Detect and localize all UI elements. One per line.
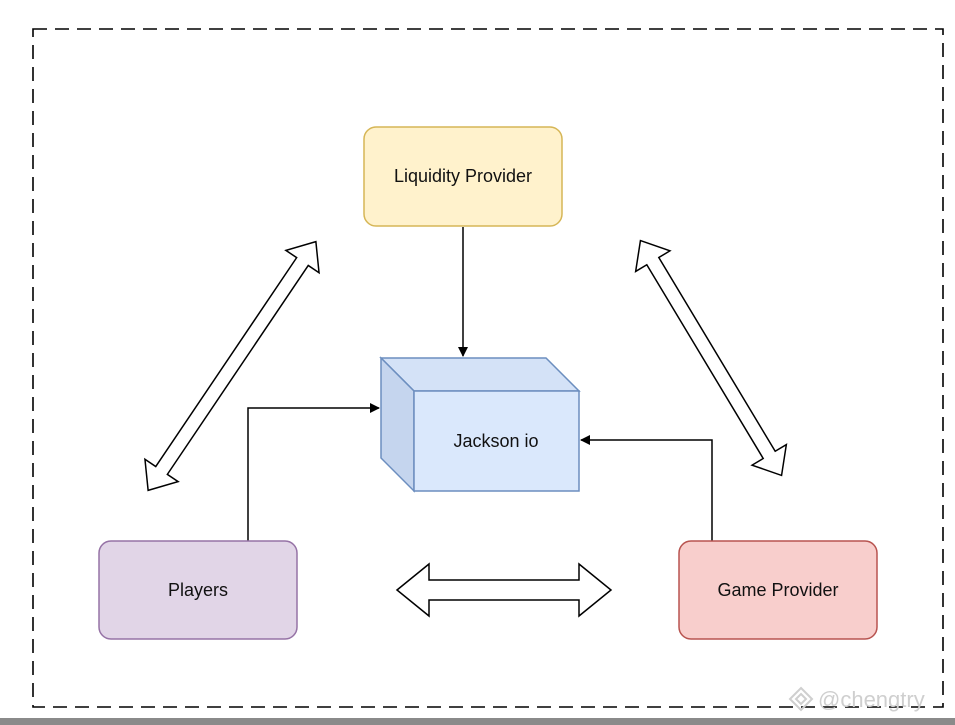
- node-liquidity-provider-label: Liquidity Provider: [394, 166, 532, 186]
- watermark-text: @chengtry: [818, 687, 925, 712]
- double-arrow-liquidity-game: [634, 239, 788, 477]
- node-game-provider[interactable]: Game Provider: [678, 540, 878, 640]
- watermark-logo-icon: [788, 686, 814, 712]
- node-jackson-io-label: Jackson io: [453, 431, 538, 451]
- node-game-provider-label: Game Provider: [717, 580, 838, 600]
- node-jackson-io[interactable]: Jackson io: [379, 356, 581, 493]
- cube-top-face: [379, 357, 581, 392]
- double-arrow-players-game: [395, 562, 613, 618]
- arrow-game-to-jackson: [580, 435, 713, 541]
- double-arrow-players-liquidity: [144, 240, 320, 492]
- node-players[interactable]: Players: [98, 540, 298, 640]
- cube-front-face: [413, 390, 580, 492]
- bottom-bar: [0, 718, 955, 725]
- watermark: @chengtry: [788, 686, 925, 712]
- arrow-players-to-jackson: [247, 403, 380, 541]
- node-liquidity-provider[interactable]: Liquidity Provider: [363, 126, 563, 227]
- node-players-label: Players: [168, 580, 228, 600]
